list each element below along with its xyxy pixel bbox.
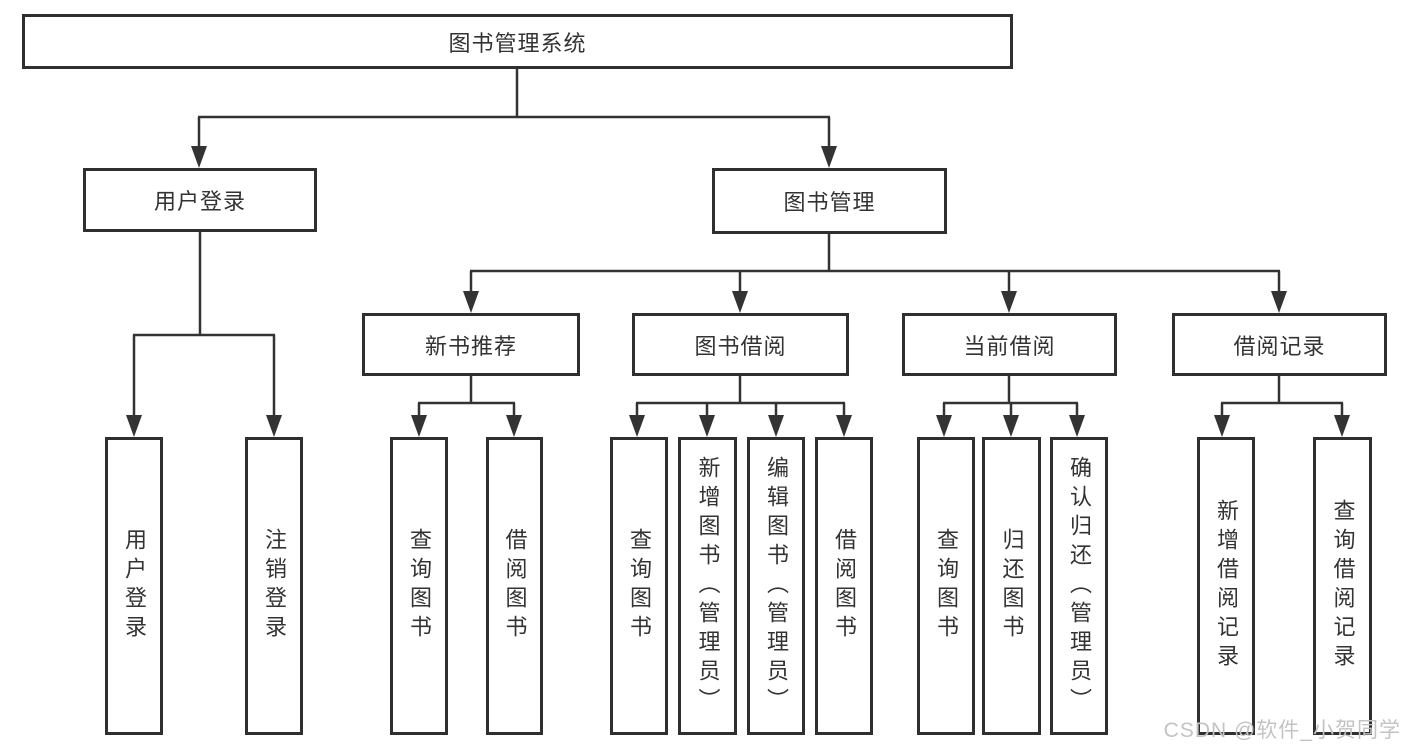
node-label: 借阅图书 [832, 528, 857, 644]
node-label: 当前借阅 [963, 333, 1056, 359]
node-new-book-recommendation: 新书推荐 [362, 313, 580, 376]
node-book-borrowing: 图书借阅 [632, 313, 849, 376]
leaf-records-query-record: 查询借阅记录 [1313, 437, 1372, 735]
node-label: 图书借阅 [694, 333, 787, 359]
node-user-login: 用户登录 [83, 168, 317, 232]
node-label: 查询图书 [934, 528, 959, 644]
leaf-borrowing-query-book: 查询图书 [610, 437, 668, 735]
node-label: 借阅记录 [1233, 333, 1326, 359]
node-label: 新增图书（管理员） [695, 455, 721, 717]
node-label: 新增借阅记录 [1214, 499, 1239, 673]
node-label: 新书推荐 [424, 333, 517, 359]
node-label: 确认归还（管理员） [1067, 455, 1092, 717]
node-book-management: 图书管理 [712, 168, 947, 234]
node-label: 编辑图书（管理员） [764, 455, 789, 717]
csdn-watermark: CSDN @软件_小贺同学 [1163, 719, 1401, 742]
leaf-borrowing-borrow-book: 借阅图书 [815, 437, 873, 735]
leaf-user-login: 用户登录 [105, 437, 163, 735]
node-current-borrowing: 当前借阅 [902, 313, 1117, 376]
leaf-current-query-book: 查询图书 [917, 437, 975, 735]
node-label: 借阅图书 [502, 528, 528, 644]
leaf-current-confirm-return-admin: 确认归还（管理员） [1050, 437, 1108, 735]
node-label: 图书管理 [783, 190, 876, 215]
node-label: 图书管理系统 [448, 30, 587, 56]
leaf-newbook-query-book: 查询图书 [390, 437, 448, 735]
node-label: 查询图书 [627, 528, 652, 644]
node-label: 用户登录 [122, 528, 147, 644]
leaf-current-return-book: 归还图书 [982, 437, 1041, 735]
node-borrowing-records: 借阅记录 [1172, 313, 1387, 376]
node-label: 注销登录 [262, 528, 287, 644]
leaf-newbook-borrow-book: 借阅图书 [486, 437, 543, 735]
node-library-management-system: 图书管理系统 [22, 14, 1013, 69]
node-label: 用户登录 [153, 189, 246, 214]
leaf-borrowing-add-book-admin: 新增图书（管理员） [678, 437, 737, 735]
leaf-records-add-record: 新增借阅记录 [1197, 437, 1255, 735]
node-label: 查询借阅记录 [1330, 499, 1356, 673]
leaf-logout: 注销登录 [245, 437, 303, 735]
node-label: 归还图书 [999, 528, 1025, 644]
leaf-borrowing-edit-book-admin: 编辑图书（管理员） [747, 437, 805, 735]
node-label: 查询图书 [407, 528, 432, 644]
